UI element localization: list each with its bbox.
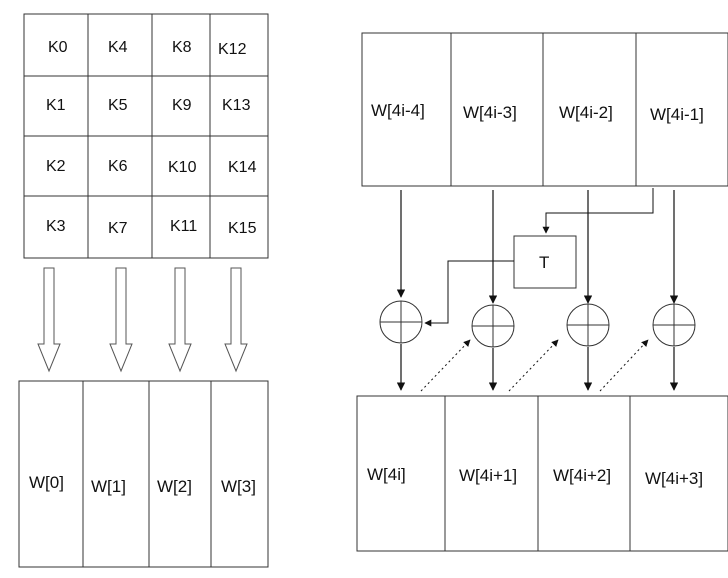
chain-arrow-2 bbox=[508, 339, 559, 392]
feedback-to-t bbox=[424, 188, 654, 327]
xor-icon bbox=[471, 304, 515, 348]
key-cell-k11: K11 bbox=[170, 218, 197, 235]
word-w4i+3: W[4i+3] bbox=[645, 469, 703, 488]
xor-icon bbox=[652, 303, 696, 347]
word-w4i+1: W[4i+1] bbox=[459, 466, 517, 485]
hollow-arrow-4 bbox=[224, 267, 248, 373]
word-w4i-minus-2: W[4i-2] bbox=[559, 103, 613, 122]
transform-box: T bbox=[513, 235, 577, 289]
chain-arrows bbox=[420, 339, 649, 392]
initial-words-block: W[0] W[1] W[2] W[3] bbox=[18, 380, 269, 568]
key-cell-k6: K6 bbox=[108, 158, 128, 175]
word-w2: W[2] bbox=[157, 477, 192, 496]
key-matrix-grid bbox=[24, 14, 268, 258]
key-cell-k9: K9 bbox=[172, 97, 192, 114]
word-w4i-minus-4: W[4i-4] bbox=[371, 101, 425, 120]
key-cell-k5: K5 bbox=[108, 97, 128, 114]
key-cell-k4: K4 bbox=[108, 39, 128, 56]
word-w1: W[1] bbox=[91, 477, 126, 496]
hollow-arrow-3 bbox=[168, 267, 192, 373]
arrow-t-to-xor1 bbox=[424, 260, 514, 327]
initial-words-border bbox=[18, 380, 269, 568]
new-words-block: W[4i] W[4i+1] W[4i+2] W[4i+3] bbox=[356, 395, 728, 552]
key-cell-k2: K2 bbox=[46, 158, 66, 175]
new-words-border bbox=[356, 395, 728, 552]
hollow-arrow-2 bbox=[109, 267, 133, 373]
xor-nodes bbox=[379, 300, 696, 348]
word-w4i+2: W[4i+2] bbox=[553, 466, 611, 485]
transform-label: T bbox=[539, 253, 549, 272]
previous-words-block: W[4i-4] W[4i-3] W[4i-2] W[4i-1] bbox=[361, 32, 728, 187]
key-cell-k8: K8 bbox=[172, 39, 192, 56]
word-w0: W[0] bbox=[29, 473, 64, 492]
key-cell-k15: K15 bbox=[228, 220, 257, 237]
word-w4i: W[4i] bbox=[367, 465, 406, 484]
key-cell-k10: K10 bbox=[168, 159, 197, 176]
transform-box-border bbox=[513, 235, 577, 289]
key-cell-k7: K7 bbox=[108, 220, 128, 237]
xor-icon bbox=[566, 303, 610, 347]
hollow-down-arrows bbox=[37, 267, 248, 373]
previous-words-border bbox=[361, 32, 728, 187]
output-arrows bbox=[396, 344, 679, 391]
word-w3: W[3] bbox=[221, 477, 256, 496]
hollow-arrow-1 bbox=[37, 267, 61, 373]
key-cell-k1: K1 bbox=[46, 97, 66, 114]
arrow-w4i-1-to-t bbox=[542, 188, 654, 234]
key-cell-k3: K3 bbox=[46, 218, 66, 235]
word-w4i-minus-3: W[4i-3] bbox=[463, 103, 517, 122]
key-matrix: K0 K4 K8 K12 K1 K5 K9 K13 K2 K6 K10 K14 … bbox=[23, 13, 269, 259]
word-w4i-minus-1: W[4i-1] bbox=[650, 105, 704, 124]
key-cell-k14: K14 bbox=[228, 159, 257, 176]
chain-arrow-1 bbox=[420, 339, 471, 392]
key-cell-k13: K13 bbox=[222, 97, 251, 114]
key-matrix-labels: K0 K4 K8 K12 K1 K5 K9 K13 K2 K6 K10 K14 … bbox=[46, 39, 257, 237]
key-cell-k12: K12 bbox=[218, 41, 247, 58]
chain-arrow-3 bbox=[599, 339, 649, 392]
input-arrows bbox=[396, 190, 679, 304]
key-cell-k0: K0 bbox=[48, 39, 68, 56]
xor-icon bbox=[379, 300, 423, 344]
